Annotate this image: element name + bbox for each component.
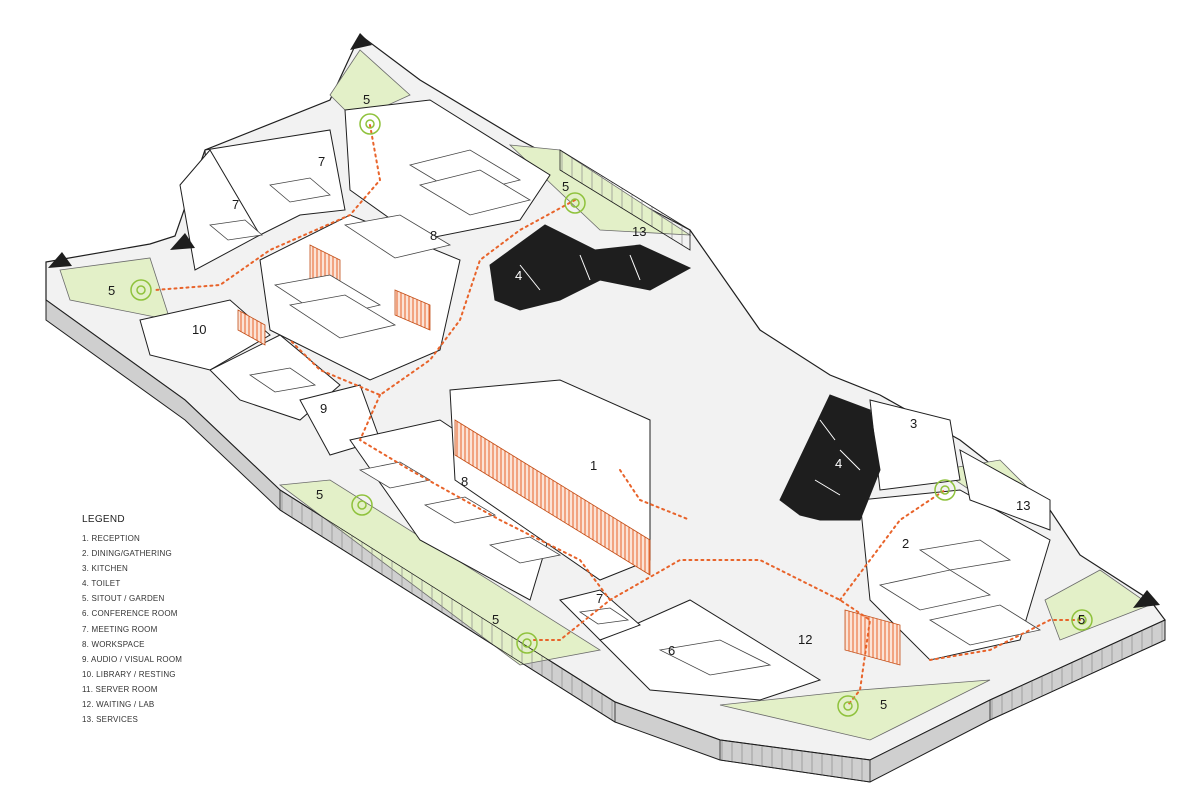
railings (279, 149, 1166, 783)
circulation-path (154, 124, 1083, 706)
legend-item: 8. WORKSPACE (82, 639, 145, 649)
label-av-room: 9 (320, 401, 327, 416)
toilet-blocks (489, 224, 881, 521)
legend: LEGEND 1. RECEPTION 2. DINING/GATHERING … (82, 514, 282, 727)
label-garden-1: 5 (108, 283, 115, 298)
label-garden-5: 5 (492, 612, 499, 627)
label-conference: 6 (668, 643, 675, 658)
label-garden-6: 5 (880, 697, 887, 712)
label-garden-3: 5 (562, 179, 569, 194)
legend-title: LEGEND (82, 514, 125, 525)
legend-item: 6. CONFERENCE ROOM (82, 609, 178, 619)
slat-partitions (237, 244, 901, 666)
label-garden-7: 5 (1078, 612, 1085, 627)
label-dining: 2 (902, 536, 909, 551)
legend-item: 1. RECEPTION (82, 534, 140, 543)
label-garden-4: 5 (316, 487, 323, 502)
legend-item: 13. SERVICES (82, 715, 139, 725)
legend-item: 2. DINING/GATHERING (82, 549, 172, 559)
label-meeting-1: 7 (318, 154, 325, 169)
legend-item: 4. TOILET (82, 579, 121, 589)
legend-item: 10. LIBRARY / RESTING (82, 669, 176, 679)
label-waiting-lab: 12 (798, 632, 812, 647)
label-toilet-2: 4 (835, 456, 842, 471)
legend-item: 12. WAITING / LAB (82, 700, 155, 710)
column-caps (48, 33, 1160, 608)
label-meeting-3: 7 (596, 591, 603, 606)
label-reception: 1 (590, 458, 597, 473)
label-meeting-2: 7 (232, 197, 239, 212)
label-toilet-1: 4 (515, 268, 522, 283)
legend-item: 9. AUDIO / VISUAL ROOM (82, 654, 183, 664)
legend-item: 7. MEETING ROOM (82, 624, 158, 634)
legend-item: 3. KITCHEN (82, 564, 129, 574)
toilet-doors (519, 254, 861, 496)
legend-item: 5. SITOUT / GARDEN (82, 594, 165, 604)
label-services-2: 13 (1016, 498, 1030, 513)
label-workspace-1: 8 (430, 228, 437, 243)
garden-markers (130, 113, 1093, 717)
label-kitchen: 3 (910, 416, 917, 431)
label-library: 10 (192, 322, 206, 337)
label-garden-2: 5 (363, 92, 370, 107)
label-services-1: 13 (632, 224, 646, 239)
legend-list: 1. RECEPTION 2. DINING/GATHERING 3. KITC… (82, 531, 282, 727)
label-workspace-2: 8 (461, 474, 468, 489)
legend-item: 11. SERVER ROOM (82, 684, 158, 694)
desk-clusters (209, 149, 1042, 676)
room-number-labels: 1 2 3 4 4 5 5 5 5 5 5 5 6 7 7 7 8 8 9 10… (108, 92, 1085, 712)
